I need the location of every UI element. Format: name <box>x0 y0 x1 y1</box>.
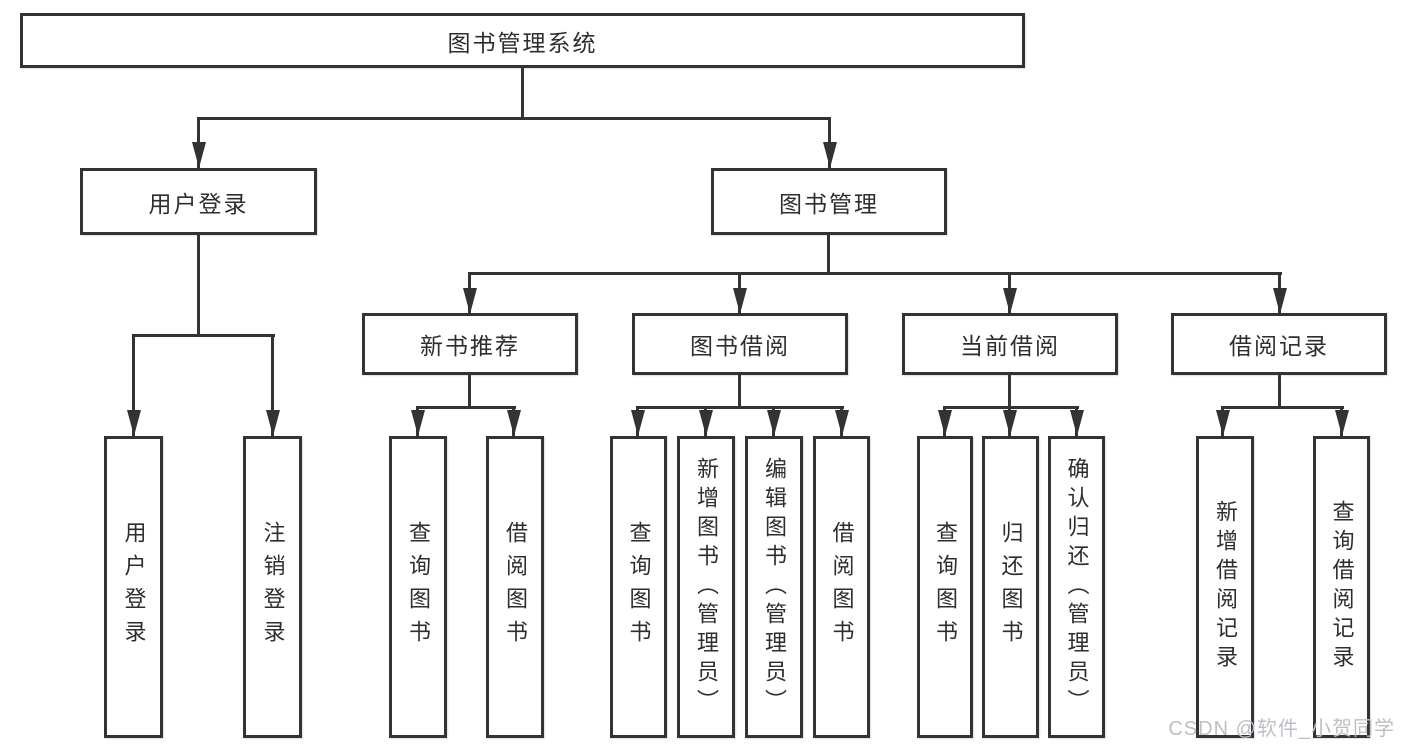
connector-line <box>197 117 831 120</box>
arrow-down <box>840 406 843 436</box>
connector-line <box>1221 406 1344 409</box>
node-new-book-recommend: 新书推荐 <box>362 313 578 375</box>
arrow-down <box>772 406 775 436</box>
node-add-book-admin: 新增图书（管理员） <box>677 436 735 738</box>
node-user-login: 用户登录 <box>80 168 317 235</box>
connector-line <box>738 375 741 409</box>
node-confirm-return-admin: 确认归还（管理员） <box>1048 436 1105 738</box>
connector-line <box>636 406 844 409</box>
node-borrow-books-leaf: 借阅图书 <box>813 436 870 738</box>
arrow-down <box>197 117 200 168</box>
node-user-login-leaf: 用户登录 <box>104 436 163 738</box>
node-add-borrow-record: 新增借阅记录 <box>1196 436 1254 738</box>
arrow-down <box>416 406 419 436</box>
connector-line <box>521 68 524 120</box>
arrow-down <box>943 406 946 436</box>
node-query-borrow-record: 查询借阅记录 <box>1313 436 1370 738</box>
arrow-down <box>738 272 741 314</box>
arrow-down <box>271 334 274 436</box>
connector-line <box>468 375 471 409</box>
arrow-down <box>1221 406 1224 436</box>
arrow-down <box>468 272 471 314</box>
node-borrow-books-recommend: 借阅图书 <box>486 436 544 738</box>
arrow-down <box>1278 272 1281 314</box>
connector-line <box>132 334 275 337</box>
node-logout-leaf: 注销登录 <box>243 436 302 738</box>
watermark-text: CSDN @软件_小贺同学 <box>1168 718 1395 740</box>
connector-line <box>943 406 1079 409</box>
node-query-books-borrow: 查询图书 <box>610 436 667 738</box>
node-book-management: 图书管理 <box>711 168 947 235</box>
node-query-books-recommend: 查询图书 <box>389 436 447 738</box>
arrow-down <box>1075 406 1078 436</box>
connector-line <box>827 235 830 275</box>
arrow-down <box>636 406 639 436</box>
arrow-down <box>1008 272 1011 314</box>
node-book-borrow: 图书借阅 <box>632 313 848 375</box>
connector-line <box>1008 375 1011 409</box>
node-query-books-current: 查询图书 <box>917 436 973 738</box>
arrow-down <box>828 117 831 168</box>
connector-line <box>468 272 1282 275</box>
node-edit-book-admin: 编辑图书（管理员） <box>745 436 803 738</box>
node-borrow-records: 借阅记录 <box>1171 313 1387 375</box>
node-root: 图书管理系统 <box>20 13 1025 68</box>
node-return-book: 归还图书 <box>982 436 1039 738</box>
arrow-down <box>704 406 707 436</box>
connector-line <box>1278 375 1281 409</box>
arrow-down <box>1340 406 1343 436</box>
connector-line <box>416 406 516 409</box>
connector-line <box>197 235 200 337</box>
arrow-down <box>512 406 515 436</box>
arrow-down <box>1008 406 1011 436</box>
arrow-down <box>132 334 135 436</box>
node-current-borrow: 当前借阅 <box>902 313 1118 375</box>
